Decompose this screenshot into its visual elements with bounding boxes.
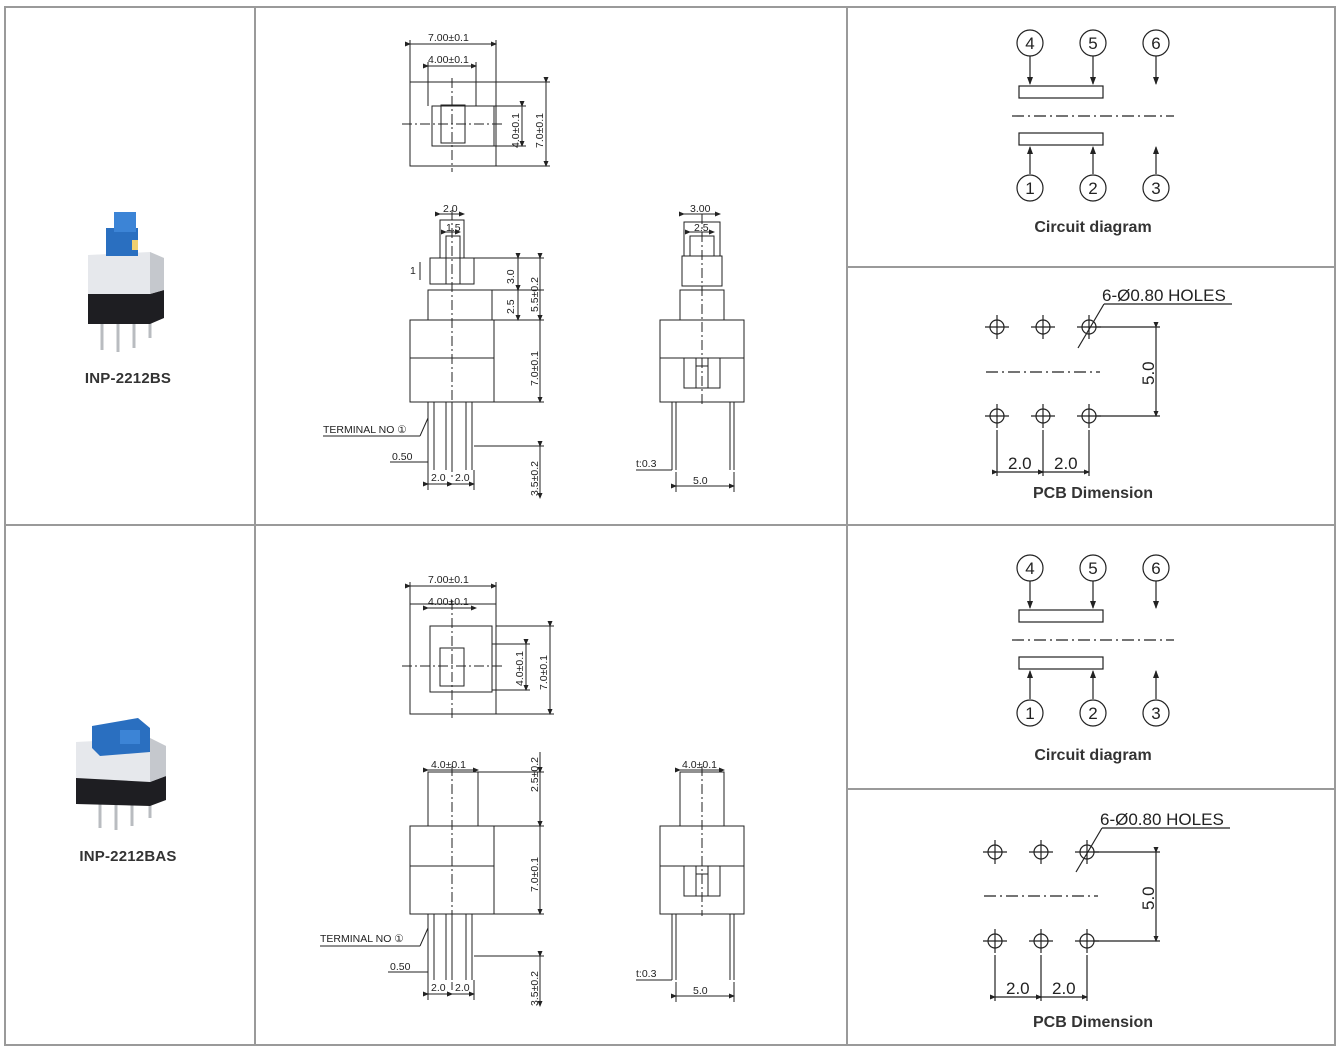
product-photo bbox=[88, 212, 164, 352]
pitch-label: 2.0 bbox=[1006, 979, 1030, 998]
dim-label: 5.0 bbox=[693, 475, 708, 487]
pitch-label: 2.0 bbox=[1054, 454, 1078, 473]
model-name: INP-2212BAS bbox=[79, 848, 177, 865]
pin-number: 2 bbox=[1088, 704, 1097, 723]
top-view-drawing bbox=[402, 40, 550, 172]
dim-label: 4.0±0.1 bbox=[682, 759, 717, 771]
dim-label: 2.5 bbox=[694, 222, 709, 234]
dim-label: 2.5±0.2 bbox=[529, 757, 541, 792]
dim-label: 1.5 bbox=[446, 222, 461, 234]
pin-number: 1 bbox=[1025, 179, 1034, 198]
dim-label: 7.0±0.1 bbox=[529, 857, 541, 892]
pitch-label: 2.0 bbox=[1008, 454, 1032, 473]
dim-label: 7.0±0.1 bbox=[538, 655, 550, 690]
end-view-drawing bbox=[636, 766, 745, 1002]
dim-label: 7.0±0.1 bbox=[534, 113, 546, 148]
pcb-layout bbox=[983, 827, 1230, 1001]
dim-label: 7.0±0.1 bbox=[529, 351, 541, 386]
dim-label: t:0.3 bbox=[636, 458, 657, 470]
row-spacing-label: 5.0 bbox=[1139, 361, 1158, 385]
dim-label: t:0.3 bbox=[636, 968, 657, 980]
dim-label: 0.50 bbox=[390, 961, 411, 973]
circuit-title: Circuit diagram bbox=[1034, 747, 1151, 764]
pin-number: 1 bbox=[1025, 704, 1034, 723]
pcb-title: PCB Dimension bbox=[1033, 1014, 1153, 1031]
dim-label: 3.5±0.2 bbox=[529, 461, 541, 496]
dim-label: 2.0 bbox=[431, 982, 446, 994]
pin-number: 2 bbox=[1088, 179, 1097, 198]
dim-label: 4.0±0.1 bbox=[431, 759, 466, 771]
dim-label: 3.5±0.2 bbox=[529, 971, 541, 1006]
dim-label: 2.0 bbox=[455, 472, 470, 484]
dim-label: 2.0 bbox=[431, 472, 446, 484]
dim-label: 0.50 bbox=[392, 451, 413, 463]
product-photo bbox=[76, 718, 166, 830]
circuit-title: Circuit diagram bbox=[1034, 219, 1151, 236]
side-view-drawing bbox=[323, 210, 544, 499]
dim-label: 4.0±0.1 bbox=[510, 113, 522, 148]
dim-label: 7.00±0.1 bbox=[428, 32, 469, 44]
model-name: INP-2212BS bbox=[84, 370, 172, 387]
dim-label: 5.5±0.2 bbox=[529, 277, 541, 312]
terminal-label: TERMINAL NO ① bbox=[320, 933, 404, 945]
pin-number: 4 bbox=[1025, 559, 1034, 578]
holes-label: 6-Ø0.80 HOLES bbox=[1102, 286, 1226, 305]
dim-label: 1 bbox=[410, 265, 416, 277]
top-view-drawing bbox=[402, 582, 554, 718]
end-view-drawing bbox=[636, 211, 745, 492]
dim-label: 4.0±0.1 bbox=[514, 651, 526, 686]
dim-label: 2.0 bbox=[455, 982, 470, 994]
pcb-layout bbox=[985, 303, 1232, 476]
dim-label: 5.0 bbox=[693, 985, 708, 997]
pin-number: 6 bbox=[1151, 559, 1160, 578]
dim-label: 2.0 bbox=[443, 203, 458, 215]
holes-label: 6-Ø0.80 HOLES bbox=[1100, 810, 1224, 829]
circuit-diagram bbox=[1012, 29, 1174, 202]
pin-number: 3 bbox=[1151, 179, 1160, 198]
dim-label: 2.5 bbox=[505, 299, 517, 314]
dim-label: 4.00±0.1 bbox=[428, 54, 469, 66]
pin-number: 6 bbox=[1151, 34, 1160, 53]
pin-number: 5 bbox=[1088, 34, 1097, 53]
terminal-label: TERMINAL NO ① bbox=[323, 424, 407, 436]
row-spacing-label: 5.0 bbox=[1139, 886, 1158, 910]
side-view-drawing bbox=[320, 752, 544, 1007]
pin-number: 4 bbox=[1025, 34, 1034, 53]
dim-label: 3.00 bbox=[690, 203, 711, 215]
pitch-label: 2.0 bbox=[1052, 979, 1076, 998]
pcb-title: PCB Dimension bbox=[1033, 485, 1153, 502]
pin-number: 5 bbox=[1088, 559, 1097, 578]
pin-number: 3 bbox=[1151, 704, 1160, 723]
dim-label: 4.00±0.1 bbox=[428, 596, 469, 608]
dim-label: 3.0 bbox=[505, 269, 517, 284]
dim-label: 7.00±0.1 bbox=[428, 574, 469, 586]
circuit-diagram bbox=[1012, 554, 1174, 727]
